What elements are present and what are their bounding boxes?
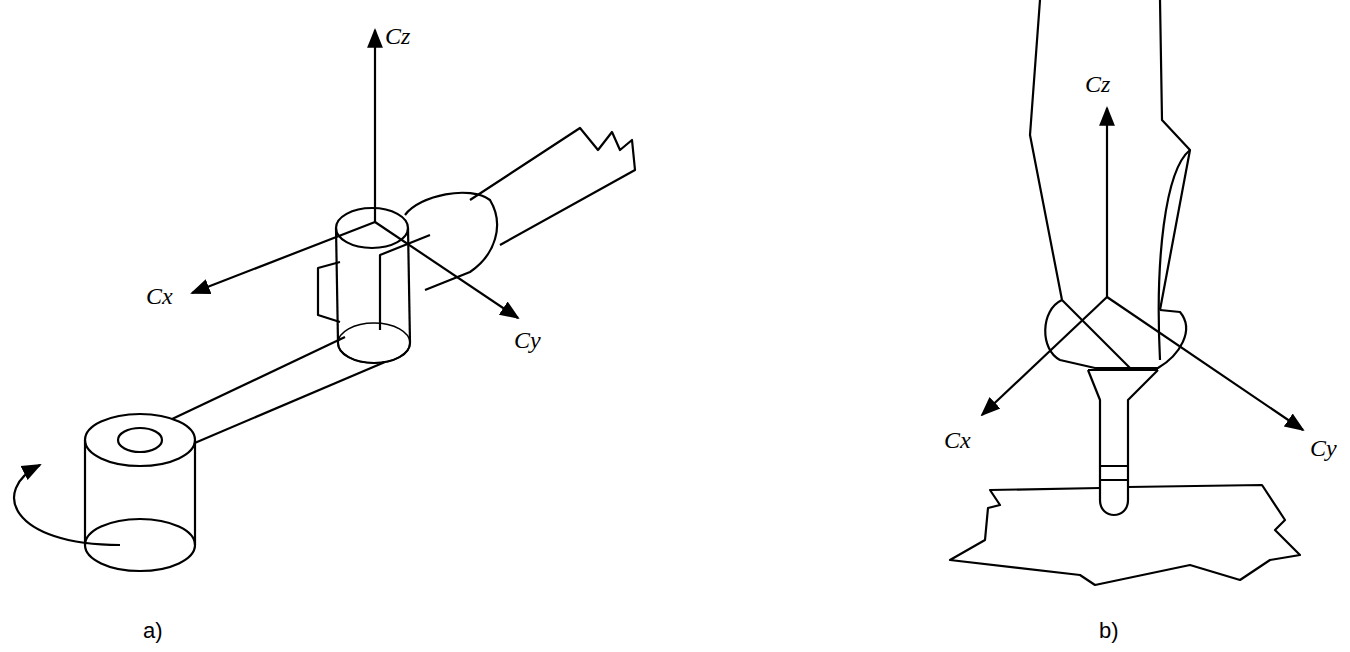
axis-label: Cx <box>944 428 971 452</box>
axis-label: Cz <box>385 24 410 48</box>
axis-label: Cy <box>514 328 541 352</box>
subfigure-label: b) <box>1099 620 1119 642</box>
axis-label: Cy <box>1310 436 1337 460</box>
subfigure-label: a) <box>143 620 163 642</box>
axis-label: Cx <box>146 284 173 308</box>
axis-label: Cz <box>1085 72 1110 96</box>
